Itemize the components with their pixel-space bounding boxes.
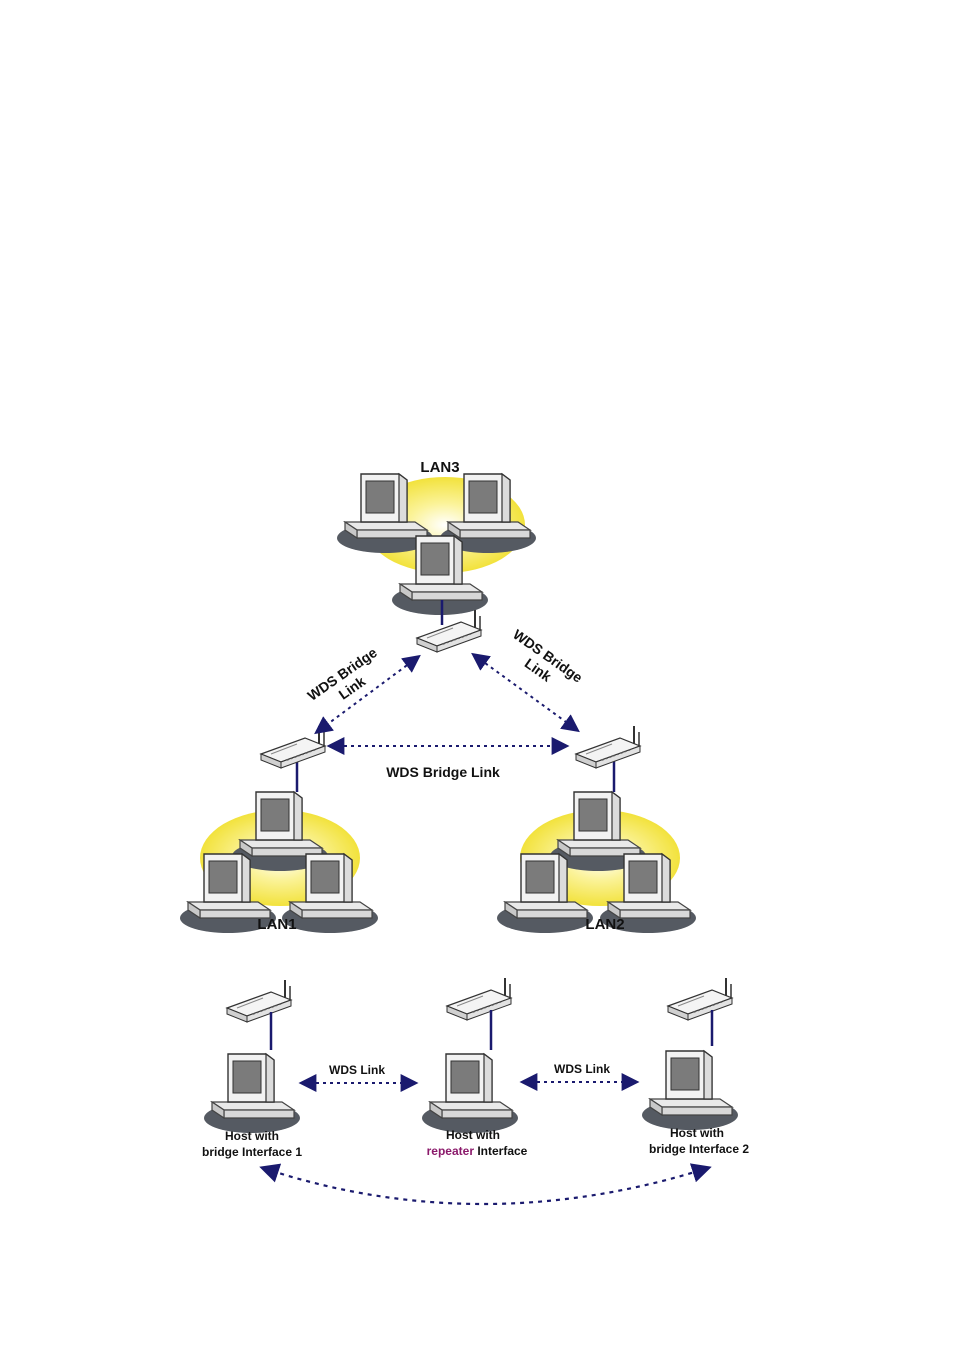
router-icon <box>447 978 511 1020</box>
host-label-line2: bridge Interface 2 <box>649 1142 749 1156</box>
host-label-line2: bridge Interface 1 <box>202 1145 302 1159</box>
wds-link-2-label: WDS Link <box>554 1062 610 1076</box>
computer-icon <box>422 1054 518 1133</box>
host-label-line1: Host with <box>670 1126 724 1140</box>
computer-icon <box>204 1054 300 1133</box>
router-icon <box>227 980 291 1022</box>
router-icon <box>576 726 640 768</box>
host-label-line2: repeater Interface <box>427 1144 528 1158</box>
lan3-group: LAN3 <box>337 459 536 615</box>
wds-bridge-link-left <box>317 657 418 732</box>
router-icon <box>668 978 732 1020</box>
host-label-line1: Host with <box>225 1129 279 1143</box>
computer-icon <box>642 1051 738 1130</box>
host-label-line2-rest: Interface <box>474 1144 528 1158</box>
router-icon <box>261 726 325 768</box>
wds-bridge-link-right-label: WDS Bridge Link <box>500 626 585 700</box>
wds-link-1-label: WDS Link <box>329 1063 385 1077</box>
lan1-label: LAN1 <box>257 916 296 933</box>
bridge-arc-link <box>263 1168 708 1204</box>
router-icon <box>417 610 481 652</box>
repeater-accent: repeater <box>427 1144 475 1158</box>
lan2-group: LAN2 <box>497 792 696 933</box>
host-label-line1: Host with <box>446 1128 500 1142</box>
lan2-label: LAN2 <box>585 916 624 933</box>
wds-bridge-link-left-label: WDS Bridge Link <box>304 644 389 718</box>
lan3-label: LAN3 <box>420 459 459 476</box>
lan1-group: LAN1 <box>180 792 378 933</box>
wds-bridge-link-bottom-label: WDS Bridge Link <box>386 764 500 780</box>
